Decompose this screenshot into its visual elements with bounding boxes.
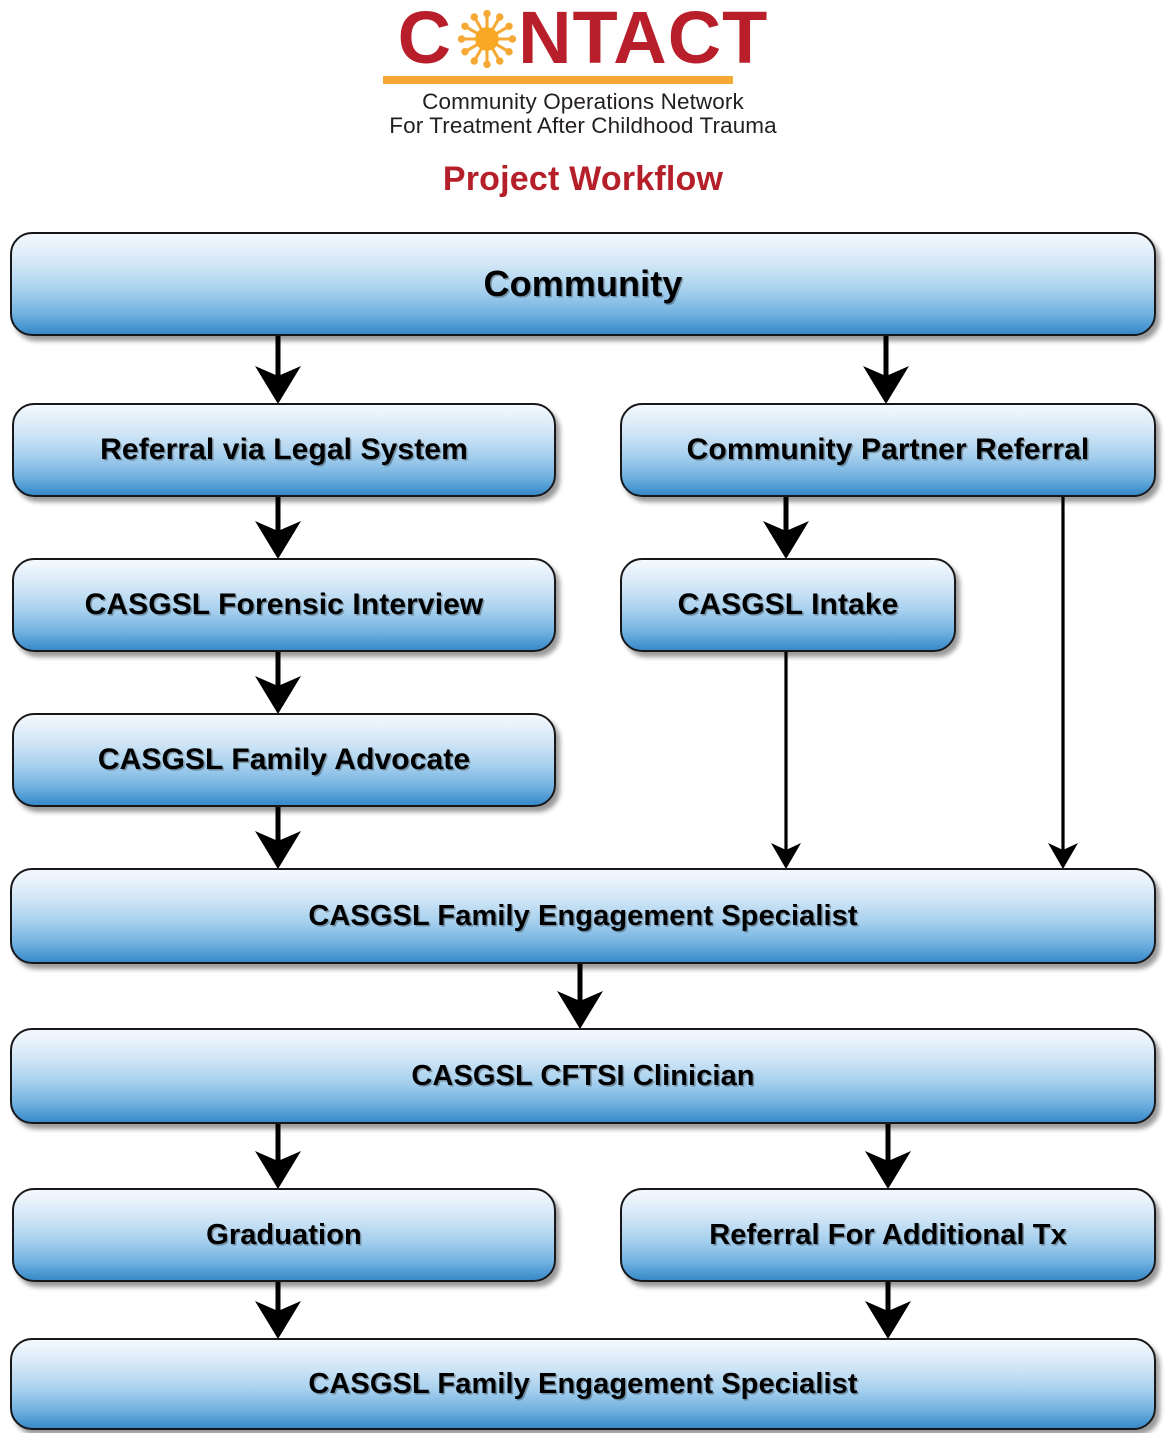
arrowhead: [865, 1151, 911, 1189]
arrowhead: [1048, 843, 1078, 869]
arrowhead: [255, 676, 301, 714]
node-label: CASGSL Intake: [677, 588, 899, 621]
contact-logo: C NTACT: [0, 0, 1166, 150]
arrowhead: [771, 843, 801, 869]
node-label: CASGSL Family Advocate: [97, 743, 471, 776]
connector-community-to-referral-legal: [255, 336, 301, 404]
arrowhead: [255, 1301, 301, 1339]
arrowhead: [255, 831, 301, 869]
logo-wordmark-ntact: NTACT: [518, 0, 769, 79]
node-label: CASGSL Family Engagement Specialist: [308, 899, 858, 932]
logo-underline-rule: [383, 76, 733, 84]
node-graduation[interactable]: Graduation: [12, 1188, 556, 1282]
connector-community-partner-to-engagement-specialist: [1048, 497, 1078, 869]
node-label: Referral via Legal System: [100, 433, 468, 466]
connector-referral-legal-to-forensic-interview: [255, 497, 301, 559]
connector-cftsi-clinician-to-graduation: [255, 1124, 301, 1189]
node-label: CASGSL Forensic Interview: [84, 588, 484, 621]
arrowhead: [865, 1301, 911, 1339]
arrowhead: [763, 521, 809, 559]
connector-casgsl-intake-to-engagement-specialist: [771, 652, 801, 869]
node-referral-legal[interactable]: Referral via Legal System: [12, 403, 556, 497]
arrowhead: [863, 366, 909, 404]
node-cftsi-clinician[interactable]: CASGSL CFTSI Clinician: [10, 1028, 1156, 1124]
node-referral-additional[interactable]: Referral For Additional Tx: [620, 1188, 1156, 1282]
connector-community-partner-to-casgsl-intake: [763, 497, 809, 559]
connector-referral-additional-to-engagement-specialist: [865, 1282, 911, 1339]
sun-starburst-icon: [457, 9, 516, 69]
node-community[interactable]: Community: [10, 232, 1156, 336]
node-label: Referral For Additional Tx: [709, 1218, 1067, 1251]
node-family-advocate[interactable]: CASGSL Family Advocate: [12, 713, 556, 807]
logo-subtitle-line-1: Community Operations Network: [422, 89, 744, 114]
node-label: CASGSL CFTSI Clinician: [411, 1059, 755, 1092]
node-casgsl-intake[interactable]: CASGSL Intake: [620, 558, 956, 652]
node-engagement-2[interactable]: CASGSL Family Engagement Specialist: [10, 1338, 1156, 1430]
arrowhead: [255, 1151, 301, 1189]
logo-subtitle: Community Operations Network For Treatme…: [0, 90, 1166, 137]
connector-community-to-community-partner: [863, 336, 909, 404]
connector-forensic-interview-to-family-advocate: [255, 652, 301, 714]
node-label: Community Partner Referral: [686, 433, 1090, 466]
arrowhead: [557, 991, 603, 1029]
connector-graduation-to-engagement-specialist: [255, 1282, 301, 1339]
arrowhead: [255, 366, 301, 404]
arrowhead: [255, 521, 301, 559]
node-label: Graduation: [206, 1218, 362, 1251]
connector-engagement-specialist-to-cftsi-clinician: [557, 964, 603, 1029]
connector-family-advocate-to-engagement-specialist: [255, 807, 301, 869]
connector-cftsi-clinician-to-referral-additional: [865, 1124, 911, 1189]
node-forensic-interview[interactable]: CASGSL Forensic Interview: [12, 558, 556, 652]
node-label: CASGSL Family Engagement Specialist: [308, 1367, 858, 1400]
logo-wordmark-c: C: [397, 0, 453, 79]
node-community-partner[interactable]: Community Partner Referral: [620, 403, 1156, 497]
logo-subtitle-line-2: For Treatment After Childhood Trauma: [389, 112, 777, 138]
node-label: Community: [483, 263, 683, 304]
node-engagement-1[interactable]: CASGSL Family Engagement Specialist: [10, 868, 1156, 964]
page-title: Project Workflow: [442, 160, 724, 198]
